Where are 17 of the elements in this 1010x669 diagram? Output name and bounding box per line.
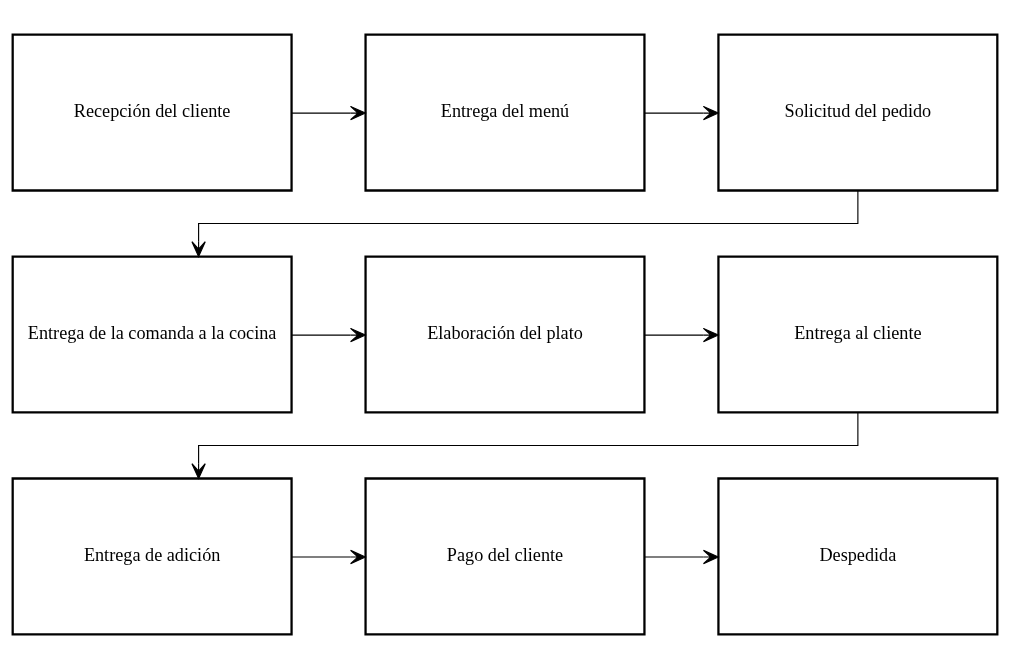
arrow	[191, 411, 859, 480]
node-box: Entrega de adición	[11, 477, 293, 636]
arrow	[643, 549, 719, 565]
node-box: Entrega de la comanda a la cocina	[11, 255, 293, 414]
arrow	[191, 189, 859, 258]
arrow	[643, 105, 719, 121]
node-box: Recepción del cliente	[11, 33, 293, 192]
node-box: Entrega al cliente	[717, 255, 999, 414]
arrow	[291, 549, 366, 565]
node-box: Elaboración del plato	[364, 255, 646, 414]
arrow	[291, 327, 366, 343]
arrow	[643, 327, 719, 343]
node-box: Despedida	[717, 477, 999, 636]
node-box: Pago del cliente	[364, 477, 646, 636]
node-box: Entrega del menú	[364, 33, 646, 192]
arrow	[291, 105, 366, 121]
node-box: Solicitud del pedido	[717, 33, 999, 192]
